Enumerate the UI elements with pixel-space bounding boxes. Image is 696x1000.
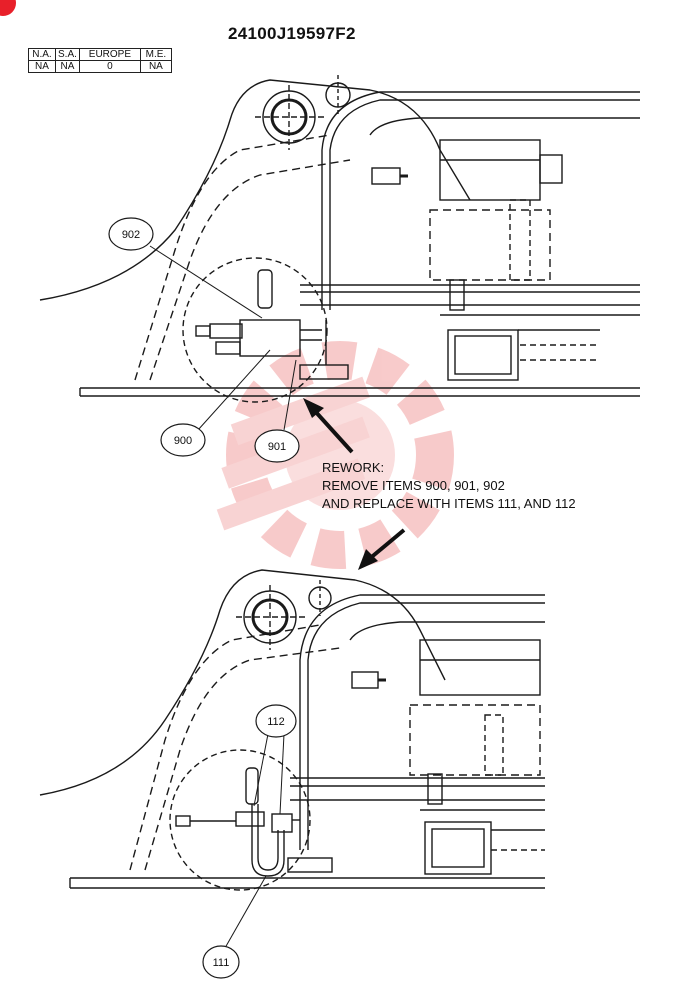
- upper-callout-leaders: [149, 245, 297, 431]
- callout-901: 901: [254, 429, 300, 463]
- lower-view-after-rework: [39, 569, 545, 891]
- corner-badge: [0, 0, 16, 16]
- rework-note-line-2: REMOVE ITEMS 900, 901, 902: [322, 478, 505, 493]
- arrow-to-lower-view-icon: [358, 528, 406, 570]
- callout-900-label: 900: [174, 435, 192, 447]
- rework-note-line-3: AND REPLACE WITH ITEMS 111, AND 112: [322, 496, 576, 511]
- region-table-value-row: NA NA 0 NA: [28, 60, 172, 73]
- region-value-na: NA: [28, 60, 56, 73]
- callout-902-label: 902: [122, 229, 140, 241]
- region-table-header-row: N.A. S.A. EUROPE M.E.: [28, 48, 172, 61]
- region-value-me: NA: [139, 60, 172, 73]
- lower-callout-leaders: [224, 733, 285, 949]
- callout-112-label: 112: [267, 716, 285, 728]
- region-value-europe: 0: [78, 60, 141, 73]
- callout-900: 900: [160, 423, 206, 457]
- callout-111: 111: [202, 945, 240, 979]
- callout-902: 902: [108, 217, 154, 251]
- callout-901-label: 901: [268, 441, 286, 453]
- arrow-to-upper-view-icon: [303, 398, 354, 454]
- callout-112: 112: [255, 704, 297, 738]
- callout-111-label: 111: [213, 957, 230, 969]
- rework-note: REWORK: REMOVE ITEMS 900, 901, 902 AND R…: [322, 459, 576, 513]
- watermark-gear-icon: [216, 341, 454, 569]
- upper-view-before-rework: [39, 75, 640, 403]
- region-applicability-table: N.A. S.A. EUROPE M.E. NA NA 0 NA: [28, 48, 172, 73]
- drawing-number: 24100J19597F2: [228, 24, 356, 43]
- rework-note-line-1: REWORK:: [322, 460, 385, 475]
